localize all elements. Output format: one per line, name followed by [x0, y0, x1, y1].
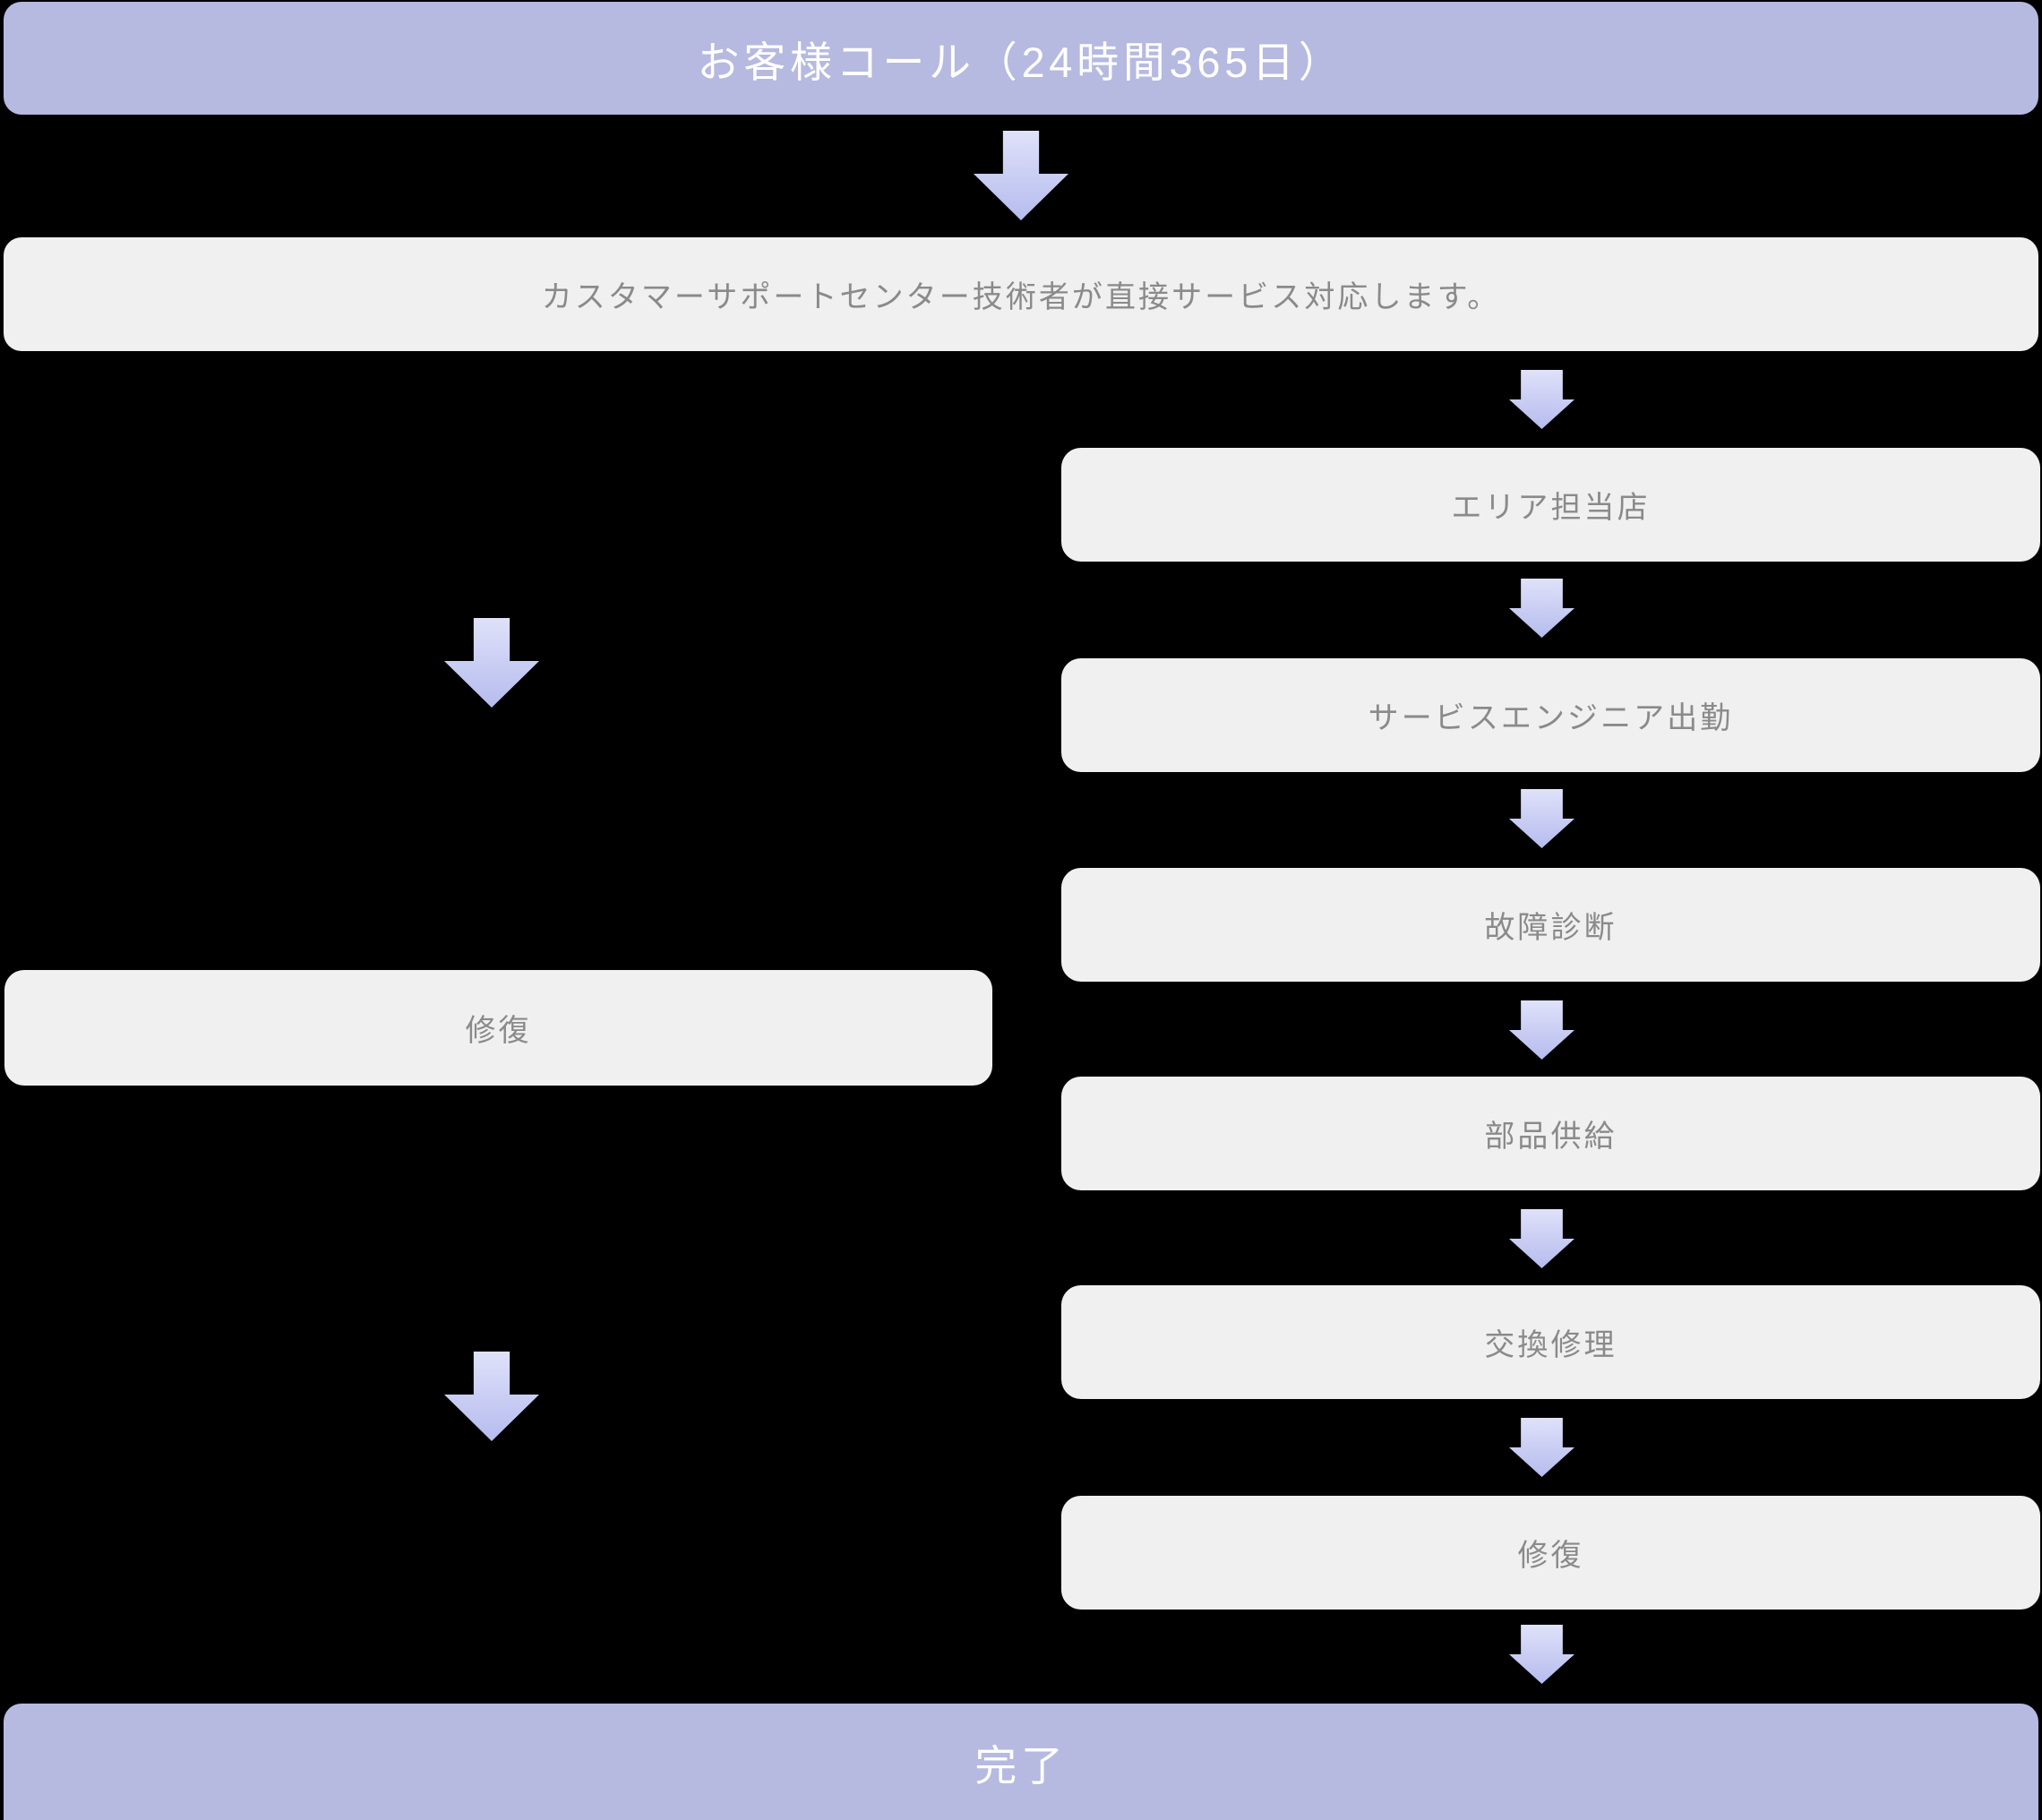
intro-label: カスタマーサポートセンター技術者が直接サービス対応します。 — [541, 280, 1501, 314]
step-replacement-repair: 交換修理 — [1061, 1285, 2040, 1399]
arrow-down-icon — [1509, 1625, 1574, 1684]
step-repair-right: 修復 — [1061, 1496, 2040, 1610]
complete-label: 完了 — [974, 1741, 1068, 1790]
step-engineer-dispatch-label: サービスエンジニア出勤 — [1368, 701, 1734, 735]
step-replacement-repair-label: 交換修理 — [1484, 1328, 1617, 1362]
complete-bar: 完了 — [4, 1704, 2038, 1820]
step-repair-left-label: 修復 — [465, 1014, 532, 1048]
step-repair-right-label: 修復 — [1517, 1539, 1584, 1573]
arrow-down-icon — [974, 131, 1068, 220]
arrow-down-icon — [444, 1352, 539, 1441]
step-failure-diagnosis-label: 故障診断 — [1484, 911, 1617, 945]
arrow-down-icon — [444, 618, 539, 708]
arrow-down-icon — [1509, 1209, 1574, 1268]
step-area-shop: エリア担当店 — [1061, 448, 2040, 562]
step-engineer-dispatch: サービスエンジニア出勤 — [1061, 658, 2040, 772]
step-area-shop-label: エリア担当店 — [1451, 491, 1651, 525]
customer-call-bar: お客様コール（24時間365日） — [4, 2, 2038, 115]
step-parts-supply-label: 部品供給 — [1484, 1120, 1617, 1154]
arrow-down-icon — [1509, 579, 1574, 638]
step-repair-left: 修復 — [4, 970, 992, 1086]
intro-bar: カスタマーサポートセンター技術者が直接サービス対応します。 — [4, 237, 2038, 351]
arrow-down-icon — [1509, 789, 1574, 848]
arrow-down-icon — [1509, 370, 1574, 429]
customer-call-label: お客様コール（24時間365日） — [697, 38, 1345, 86]
step-parts-supply: 部品供給 — [1061, 1077, 2040, 1190]
arrow-down-icon — [1509, 1000, 1574, 1060]
arrow-down-icon — [1509, 1418, 1574, 1477]
step-failure-diagnosis: 故障診断 — [1061, 868, 2040, 982]
